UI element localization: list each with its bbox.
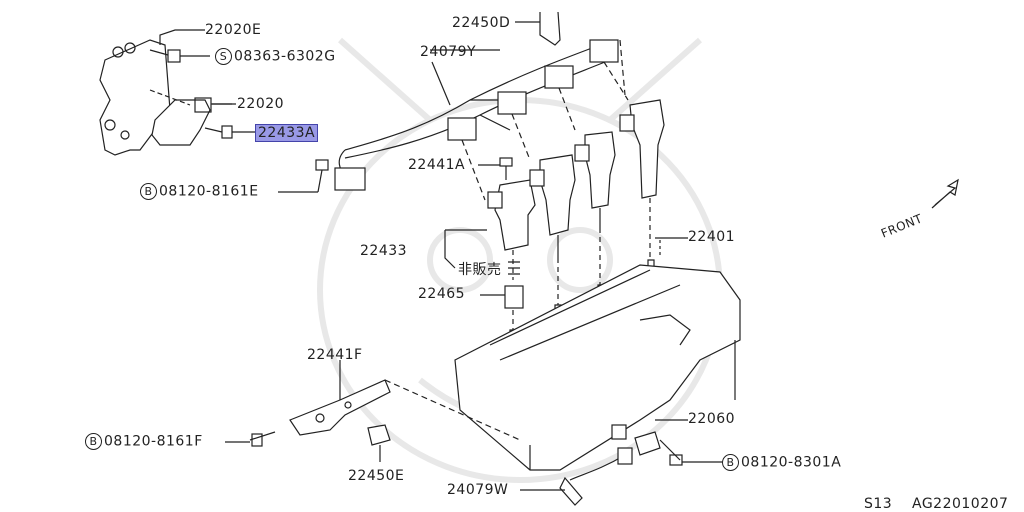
b-prefix-icon: B <box>85 433 102 450</box>
part-number: 08363-6302G <box>234 48 336 65</box>
part-label-22433a[interactable]: 22433A <box>255 124 319 142</box>
screw-22433a <box>204 125 255 139</box>
ignition-coil-4 <box>619 99 665 199</box>
part-label-22465[interactable]: 22465 <box>418 286 466 302</box>
ignition-coil-2 <box>529 154 576 258</box>
engine-cover <box>454 264 741 471</box>
part-label-22450e[interactable]: 22450E <box>348 468 405 484</box>
ignition-coil-3 <box>574 131 616 228</box>
part-label-22060[interactable]: 22060 <box>688 411 736 427</box>
bolt-08120-8161e <box>278 159 329 193</box>
clip-22450e <box>367 424 391 462</box>
footer-code: AG22010207 <box>912 496 1009 512</box>
part-number: 08120-8301A <box>741 454 842 471</box>
part-label-22450d[interactable]: 22450D <box>452 15 511 31</box>
harness-24079y <box>334 39 619 191</box>
screw-22441a <box>499 157 513 180</box>
bolt-08363 <box>149 49 210 63</box>
part-label-22020e[interactable]: 22020E <box>205 22 262 38</box>
bolt-08120-8161f <box>225 431 276 447</box>
part-label-22020[interactable]: 22020 <box>237 96 285 112</box>
b-prefix-icon: B <box>722 454 739 471</box>
part-label-22441f[interactable]: 22441F <box>307 347 363 363</box>
part-label-24079w[interactable]: 24079W <box>447 482 509 498</box>
sensor-22020 <box>151 97 232 146</box>
bracket-22441f <box>289 360 521 441</box>
ignition-coil-1 <box>487 179 536 251</box>
b-prefix-icon: B <box>140 183 157 200</box>
clip-22450d <box>515 11 561 46</box>
front-arrow-icon <box>931 178 959 209</box>
part-label-22441a[interactable]: 22441A <box>408 157 466 173</box>
part-number: 08120-8161F <box>104 433 203 450</box>
footer-model: S13 <box>864 496 893 512</box>
bracket-22020e <box>99 29 205 156</box>
sensor-22060 <box>611 419 722 466</box>
part-label-22401[interactable]: 22401 <box>688 229 736 245</box>
boot-22465 <box>504 261 524 309</box>
not-for-sale-label: 非販売 <box>458 262 502 278</box>
part-label-22433[interactable]: 22433 <box>360 243 408 259</box>
part-label-24079y[interactable]: 24079Y <box>420 44 477 60</box>
harness-24079w <box>520 447 633 506</box>
part-number: 08120-8161E <box>159 183 259 200</box>
s-prefix-icon: S <box>215 48 232 65</box>
